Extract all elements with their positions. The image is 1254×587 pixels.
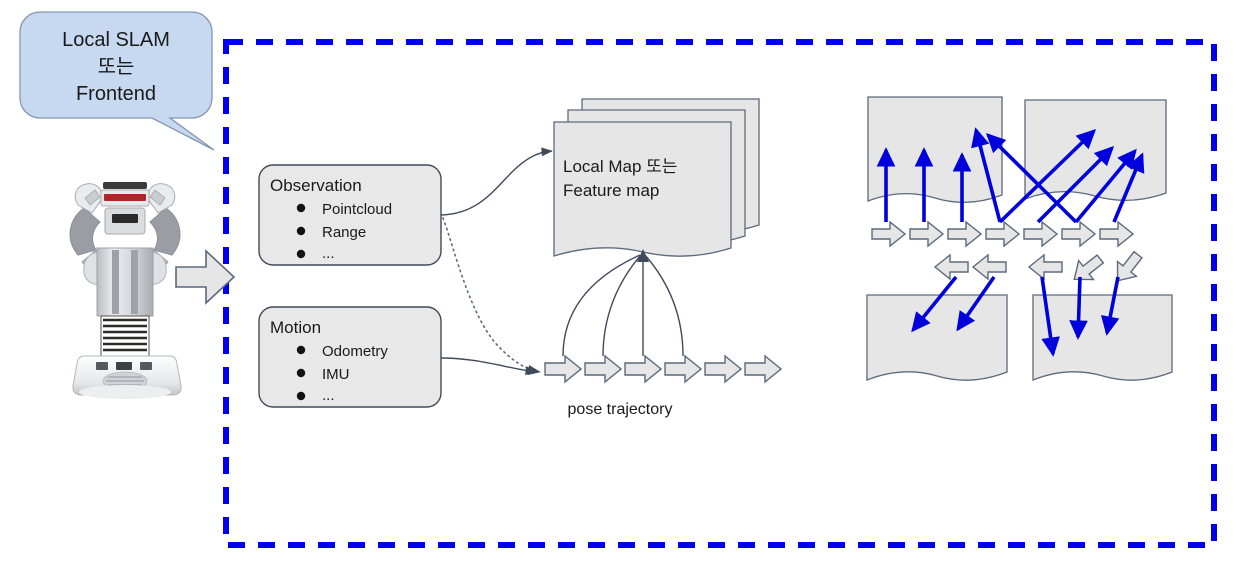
motion-box [258, 306, 442, 408]
pose-arrow [1061, 220, 1097, 248]
trajectory-link [562, 254, 641, 357]
bullet-icon [296, 345, 306, 355]
constraint-arrow [985, 132, 1078, 224]
bullet-icon [296, 203, 306, 213]
observation-item: Pointcloud [322, 201, 392, 218]
pose-arrow [985, 220, 1021, 248]
right-map-bottom-right [1032, 294, 1173, 381]
pose-arrow [871, 220, 907, 248]
motion-title: Motion [270, 318, 321, 337]
bullet-icon [296, 249, 306, 259]
right-bottom-constraints [911, 275, 1120, 357]
motion-item: ... [322, 387, 335, 404]
robot-photo [69, 182, 182, 399]
observation-title: Observation [270, 176, 362, 195]
observation-item: Range [322, 224, 366, 241]
right-bottom-pose-arrows [933, 250, 1143, 282]
constraint-arrow [1069, 276, 1088, 340]
pose-arrow [664, 354, 703, 384]
callout-line-2: 또는 [98, 56, 135, 78]
pose-arrow [947, 220, 983, 248]
constraint-arrow [1101, 276, 1120, 336]
right-top-constraints [876, 127, 1145, 224]
constraint-arrow [956, 275, 996, 332]
callout-line-3: Frontend [76, 83, 156, 105]
constraint-arrow [1040, 276, 1060, 357]
constraint-arrow [998, 128, 1097, 224]
motion-item: IMU [322, 366, 350, 383]
constraint-arrow [911, 275, 958, 333]
local-map-stack [553, 98, 760, 257]
local-map-line-2: Feature map [563, 181, 659, 200]
constraint-arrow [1036, 145, 1115, 224]
motion-item: Odometry [322, 343, 388, 360]
local-map-line-1: Local Map 또는 [563, 157, 677, 176]
constraint-arrow [971, 127, 1002, 223]
pose-trajectory-arrows [544, 354, 783, 384]
right-map-top-right [1024, 99, 1167, 201]
bullet-icon [296, 391, 306, 401]
observation-to-trajectory-connector [442, 217, 541, 376]
constraint-arrow [1112, 152, 1145, 223]
pose-arrow [584, 354, 623, 384]
pose-arrow [1027, 253, 1063, 281]
robot-input-arrow [175, 249, 236, 305]
right-map-bottom-left [866, 294, 1008, 381]
observation-to-map-connector [440, 147, 553, 216]
trajectory-link [602, 254, 642, 357]
bullet-icon [296, 368, 306, 378]
observation-item: ... [322, 245, 335, 262]
pose-arrow [971, 253, 1007, 281]
pose-arrow [704, 354, 743, 384]
motion-to-trajectory-connector [440, 357, 537, 376]
pose-arrow [933, 253, 969, 281]
constraint-arrow [1074, 148, 1137, 224]
trajectory-map-links [562, 249, 684, 357]
trajectory-link-arrowhead [637, 249, 649, 262]
callout-line-1: Local SLAM [62, 29, 170, 51]
pose-arrow [744, 354, 783, 384]
pose-trajectory-label: pose trajectory [568, 401, 673, 418]
slam-scope-frame [223, 39, 1217, 548]
local-slam-callout [19, 11, 215, 151]
pose-arrow [909, 220, 945, 248]
pose-arrow [1116, 250, 1143, 282]
pose-arrow [1023, 220, 1059, 248]
pose-arrow [1099, 220, 1135, 248]
bullet-icon [296, 226, 306, 236]
trajectory-link [644, 254, 684, 357]
pose-arrow [1073, 254, 1105, 281]
pose-arrow [544, 354, 583, 384]
pose-arrow [624, 354, 663, 384]
right-top-pose-arrows [871, 220, 1135, 248]
